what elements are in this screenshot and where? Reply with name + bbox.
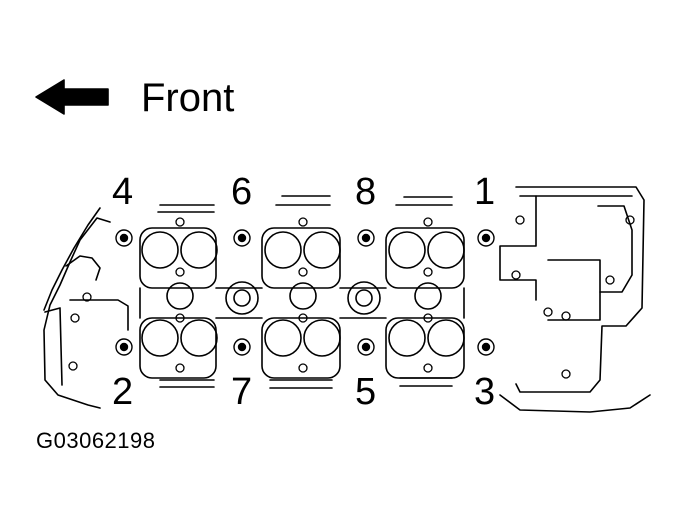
front-direction-label: Front (141, 76, 235, 120)
bolt-number-lower-1: 2 (112, 371, 134, 413)
camshaft-journals (139, 227, 465, 379)
cylinder-head-outline (43, 186, 651, 413)
figure-code: G03062198 (36, 428, 156, 453)
bolt-number-upper-2: 6 (231, 171, 253, 213)
bolt-number-upper-4: 1 (474, 171, 496, 213)
bolt-number-upper-3: 8 (355, 171, 377, 213)
head-bolts (115, 229, 495, 356)
locating-holes (68, 215, 635, 379)
bolt-number-lower-4: 3 (474, 371, 496, 413)
bolt-number-upper-1: 4 (112, 171, 134, 213)
left-arrow-icon (35, 79, 109, 115)
spark-plug-bores (225, 281, 381, 315)
bolt-number-lower-3: 5 (355, 371, 377, 413)
bolt-number-lower-2: 7 (231, 371, 253, 413)
valve-bores (141, 231, 465, 357)
